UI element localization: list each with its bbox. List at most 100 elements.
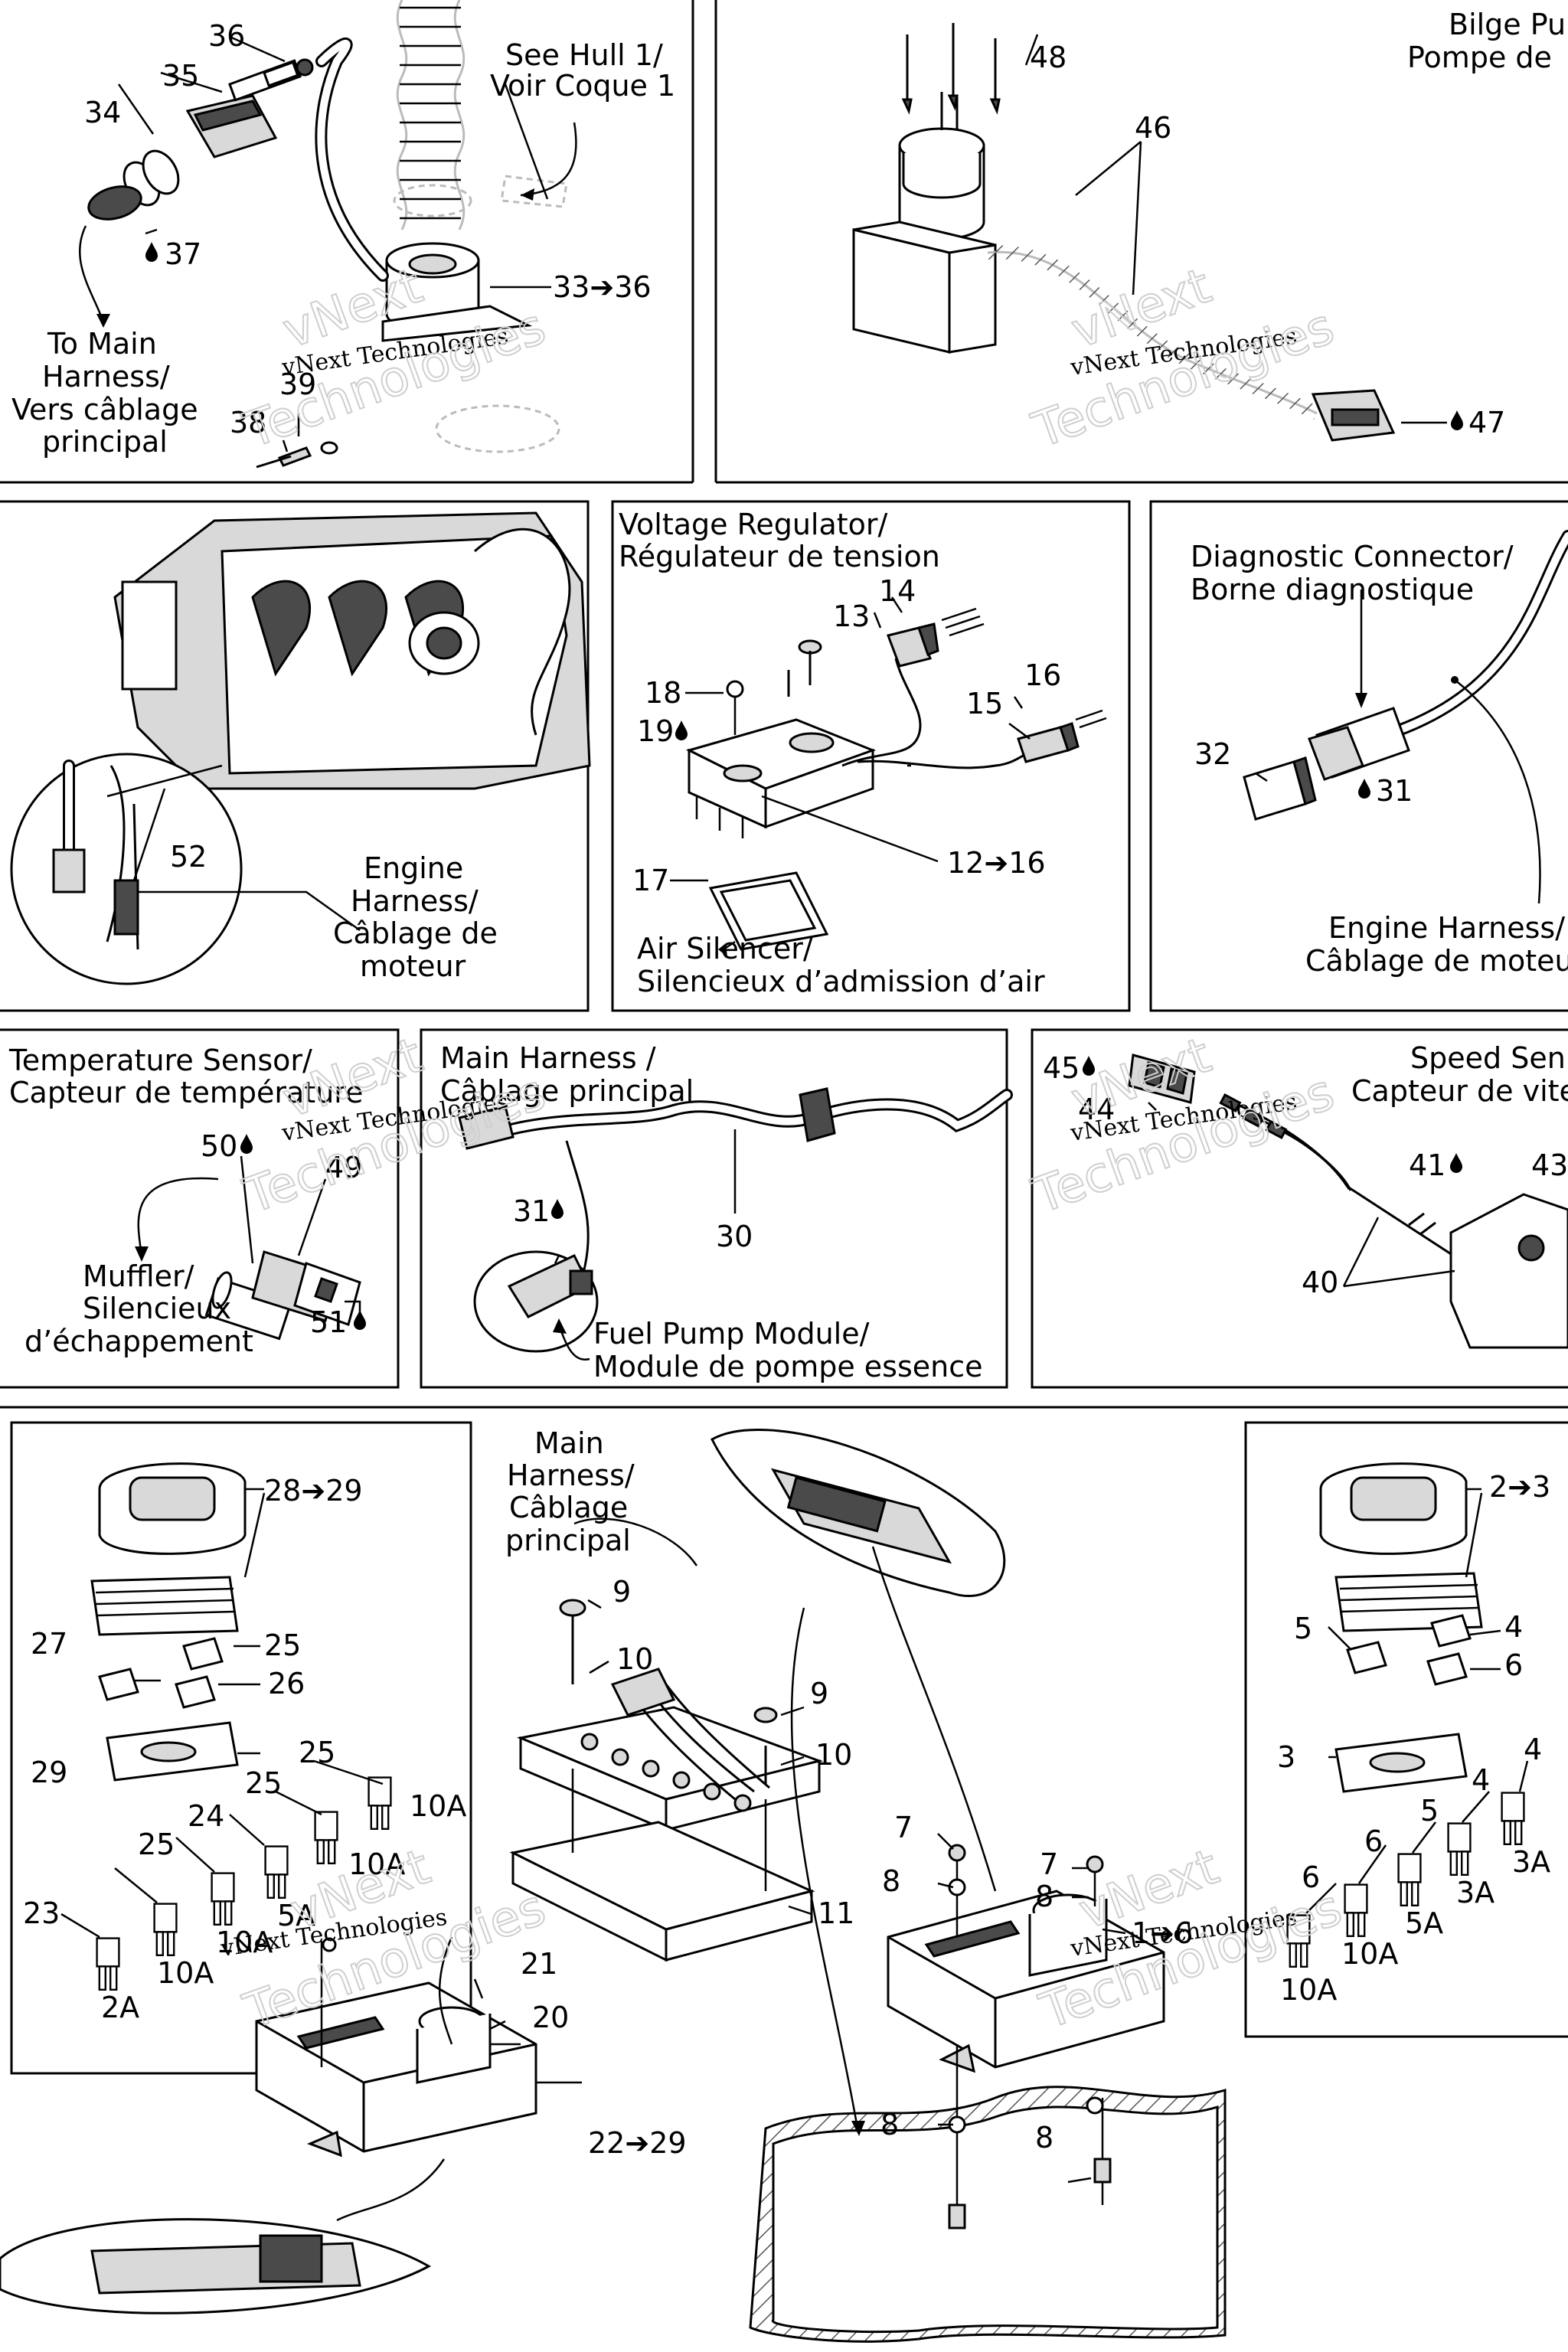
ref-9b: 9 bbox=[810, 1677, 828, 1710]
engine-label-2: Harness/ bbox=[351, 884, 479, 918]
ref-13: 13 bbox=[833, 599, 870, 633]
panel-voltage: Voltage Regulator/ Régulateur de tension… bbox=[619, 508, 1107, 998]
panel-center: Main Harness/ Câblage principal 9 10 9 1… bbox=[505, 1426, 1227, 2343]
diagnostic-engine-2: Câblage de moteu bbox=[1305, 944, 1568, 978]
grease-icon bbox=[1450, 1153, 1462, 1173]
panel-bilge: Bilge Pu Pompe de 48 46 47 bbox=[852, 8, 1566, 442]
fuse-icon bbox=[153, 1903, 178, 1957]
ref-25b: 25 bbox=[299, 1736, 335, 1769]
fuse-10a-r2: 10A bbox=[1280, 1973, 1337, 2007]
ref-28-29: 28➔29 bbox=[264, 1474, 363, 1508]
ref-1-6: 1➔6 bbox=[1132, 1916, 1193, 1950]
ref-35: 35 bbox=[162, 59, 199, 93]
ref-12-16: 12➔16 bbox=[947, 846, 1046, 880]
ref-50: 50 bbox=[201, 1129, 237, 1163]
fuse-3a-1: 3A bbox=[1512, 1845, 1550, 1879]
panel-main-harness: Main Harness / Câblage principal 31 30 F… bbox=[440, 1041, 1013, 1383]
air-label-2: Silencieux d’admission d’air bbox=[637, 965, 1045, 998]
panel-speed: Speed Sen Capteur de vite 45 44 41 43 40 bbox=[1043, 1041, 1568, 1349]
fuse-box-cover bbox=[90, 1462, 247, 1636]
center-label-4: principal bbox=[505, 1524, 631, 1557]
fuse-2a: 2A bbox=[101, 1991, 139, 2024]
fuse-10a-3: 10A bbox=[216, 1926, 273, 1959]
ref-23: 23 bbox=[23, 1896, 60, 1930]
fuse-5a-r: 5A bbox=[1405, 1906, 1443, 1940]
fuse-icon bbox=[1344, 1883, 1368, 1938]
ref-8a: 8 bbox=[882, 1864, 900, 1898]
panel-diagnostic: Diagnostic Connector/ Borne diagnostique… bbox=[1191, 530, 1568, 978]
ref-8c: 8 bbox=[880, 2108, 899, 2141]
diagnostic-title-2: Borne diagnostique bbox=[1191, 573, 1474, 606]
bilge-title-1: Bilge Pu bbox=[1449, 8, 1566, 41]
ref-46: 46 bbox=[1135, 111, 1171, 145]
hull-section bbox=[749, 2086, 1227, 2343]
to-main-label-4: principal bbox=[42, 425, 168, 459]
center-label-2: Harness/ bbox=[507, 1459, 635, 1492]
bilge-wire bbox=[987, 245, 1396, 442]
engine-label-3: Câblage de bbox=[333, 916, 498, 950]
diagnostic-engine-1: Engine Harness/ bbox=[1328, 911, 1565, 945]
see-hull-label-2: Voir Coque 1 bbox=[490, 69, 675, 103]
muffler-label-1: Muffler/ bbox=[83, 1259, 194, 1293]
ref-18: 18 bbox=[645, 676, 681, 710]
fuse-icon bbox=[314, 1811, 338, 1865]
ref-40: 40 bbox=[1302, 1266, 1338, 1299]
regulator-wires bbox=[841, 607, 1107, 769]
center-label-1: Main bbox=[534, 1426, 604, 1460]
ref-9a: 9 bbox=[612, 1575, 631, 1609]
ref-25d: 25 bbox=[138, 1828, 175, 1861]
ref-14: 14 bbox=[879, 574, 916, 608]
ref-4b: 4 bbox=[1524, 1733, 1542, 1766]
ref-29: 29 bbox=[31, 1756, 67, 1789]
ref-32: 32 bbox=[1194, 737, 1231, 771]
ref-7a: 7 bbox=[894, 1811, 913, 1844]
watercraft-top-center bbox=[710, 1429, 1006, 1597]
grease-icon bbox=[1451, 410, 1463, 430]
ref-5a: 5 bbox=[1294, 1612, 1312, 1645]
grease-icon bbox=[354, 1310, 366, 1330]
ref-45: 45 bbox=[1043, 1051, 1080, 1085]
ref-15: 15 bbox=[966, 687, 1003, 720]
ref-4a: 4 bbox=[1504, 1610, 1523, 1644]
ref-6a: 6 bbox=[1504, 1648, 1523, 1682]
see-hull-label-1: See Hull 1/ bbox=[505, 38, 663, 72]
ref-31b: 31 bbox=[513, 1194, 550, 1228]
to-main-label-2: Harness/ bbox=[42, 360, 170, 394]
engine-label-1: Engine bbox=[364, 851, 463, 885]
fuse-10a-4: 10A bbox=[157, 1956, 214, 1990]
ref-6c: 6 bbox=[1302, 1860, 1320, 1894]
corrugated-hose bbox=[396, 0, 466, 230]
ref-38: 38 bbox=[230, 406, 266, 439]
ref-41: 41 bbox=[1409, 1148, 1446, 1182]
fuse-icon bbox=[1501, 1792, 1525, 1846]
panel-engine: Engine Harness/ Câblage de moteur 52 bbox=[10, 511, 591, 985]
ref-52: 52 bbox=[170, 840, 207, 874]
engine-detail-circle bbox=[10, 753, 243, 985]
speed-title-2: Capteur de vite bbox=[1351, 1074, 1568, 1108]
ref-25a: 25 bbox=[264, 1628, 301, 1662]
ref-20: 20 bbox=[532, 2001, 569, 2034]
grease-icon bbox=[240, 1134, 253, 1154]
hull-fitting bbox=[381, 242, 533, 342]
ref-43: 43 bbox=[1531, 1148, 1568, 1182]
fuse-icon bbox=[96, 1937, 120, 1991]
ref-6b: 6 bbox=[1364, 1824, 1383, 1858]
ref-21: 21 bbox=[521, 1947, 557, 1981]
ref-48: 48 bbox=[1030, 41, 1067, 74]
fuse-5a: 5A bbox=[277, 1899, 315, 1932]
ref-3: 3 bbox=[1277, 1740, 1295, 1774]
ref-17: 17 bbox=[632, 864, 669, 897]
voltage-title-2: Régulateur de tension bbox=[619, 540, 940, 573]
fuel-label-1: Fuel Pump Module/ bbox=[593, 1317, 870, 1351]
engine-block bbox=[113, 511, 591, 790]
voltage-regulator bbox=[685, 639, 877, 838]
temperature-title-2: Capteur de température bbox=[9, 1076, 363, 1109]
ref-49: 49 bbox=[325, 1151, 362, 1184]
ref-10b: 10 bbox=[815, 1738, 852, 1772]
muffler-label-2: Silencieux bbox=[83, 1292, 231, 1325]
ref-4c: 4 bbox=[1472, 1763, 1490, 1797]
ref-25c: 25 bbox=[245, 1766, 282, 1800]
watercraft-top-left bbox=[0, 2218, 432, 2314]
ref-31: 31 bbox=[1376, 774, 1413, 808]
